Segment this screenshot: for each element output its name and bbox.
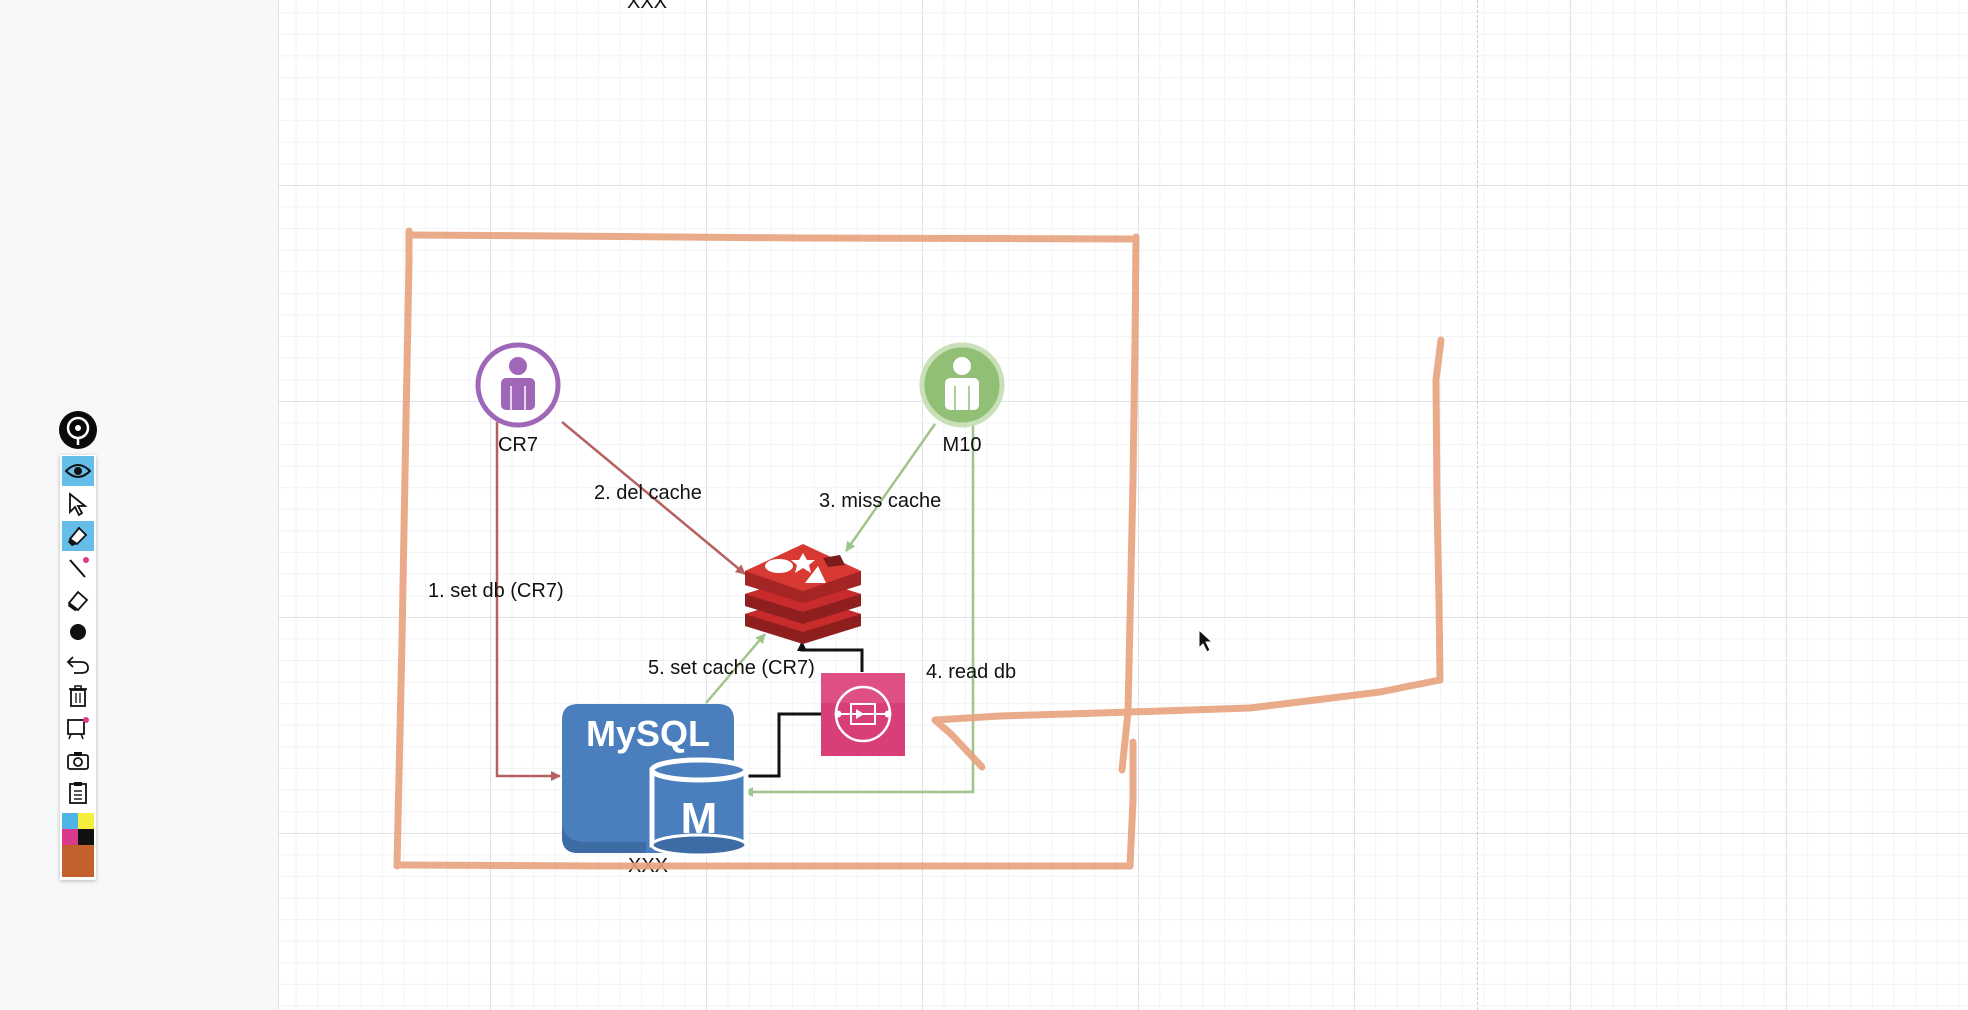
dot-icon[interactable] bbox=[62, 617, 94, 647]
swatch-yellow[interactable] bbox=[78, 813, 94, 829]
highlighter-icon[interactable] bbox=[62, 521, 94, 551]
mysql-badge-text: M bbox=[681, 794, 718, 843]
current-color-swatch[interactable] bbox=[62, 845, 94, 877]
edge-label-del-cache: 2. del cache bbox=[594, 482, 702, 504]
edge-queue-to-redis[interactable] bbox=[797, 641, 864, 672]
redis-cache-node[interactable] bbox=[745, 544, 861, 644]
user-m10-node[interactable] bbox=[919, 342, 1005, 428]
diagram-canvas[interactable] bbox=[279, 0, 1968, 1010]
edge-del-cache[interactable] bbox=[561, 421, 746, 575]
left-panel bbox=[0, 0, 279, 1010]
swatch-black[interactable] bbox=[78, 829, 94, 845]
user-m10-label: M10 bbox=[943, 434, 982, 456]
undo-icon[interactable] bbox=[62, 649, 94, 679]
page-break-line bbox=[1477, 0, 1478, 1010]
board-icon[interactable] bbox=[62, 713, 94, 743]
queue-node[interactable] bbox=[821, 673, 905, 756]
user-cr7-node[interactable] bbox=[475, 342, 561, 428]
edge-set-db[interactable] bbox=[495, 422, 561, 781]
edge-label-read-db: 4. read db bbox=[926, 661, 1016, 683]
camera-icon[interactable] bbox=[62, 745, 94, 775]
edge-miss-cache[interactable] bbox=[844, 423, 937, 552]
annotation-toolbar bbox=[60, 455, 96, 880]
mouse-cursor bbox=[1198, 628, 1214, 653]
user-icon bbox=[953, 357, 971, 375]
swatch-blue[interactable] bbox=[62, 813, 78, 829]
clipboard-icon[interactable] bbox=[62, 777, 94, 807]
user-cr7-label: CR7 bbox=[498, 434, 538, 456]
user-icon bbox=[509, 357, 527, 375]
mysql-node[interactable]: MySQL M bbox=[562, 704, 749, 857]
eraser-icon[interactable] bbox=[62, 585, 94, 615]
freehand-annotation bbox=[393, 227, 1445, 870]
edge-label-set-cache: 5. set cache (CR7) bbox=[648, 657, 815, 679]
eye-icon[interactable] bbox=[62, 456, 94, 486]
edge-label-set-db: 1. set db (CR7) bbox=[428, 580, 564, 602]
top-label: XXX bbox=[627, 0, 667, 13]
edge-label-miss-cache: 3. miss cache bbox=[819, 490, 941, 512]
color-palette bbox=[62, 813, 94, 877]
mysql-logo-text: MySQL bbox=[586, 713, 710, 754]
annotation-logo-icon[interactable] bbox=[59, 411, 97, 449]
pen-icon[interactable] bbox=[62, 553, 94, 583]
edge-queue-to-mysql[interactable] bbox=[737, 712, 822, 781]
edge-set-cache[interactable] bbox=[705, 633, 766, 704]
swatch-pink[interactable] bbox=[62, 829, 78, 845]
trash-icon[interactable] bbox=[62, 681, 94, 711]
pointer-icon[interactable] bbox=[62, 489, 94, 519]
edge-read-db[interactable] bbox=[743, 424, 975, 797]
